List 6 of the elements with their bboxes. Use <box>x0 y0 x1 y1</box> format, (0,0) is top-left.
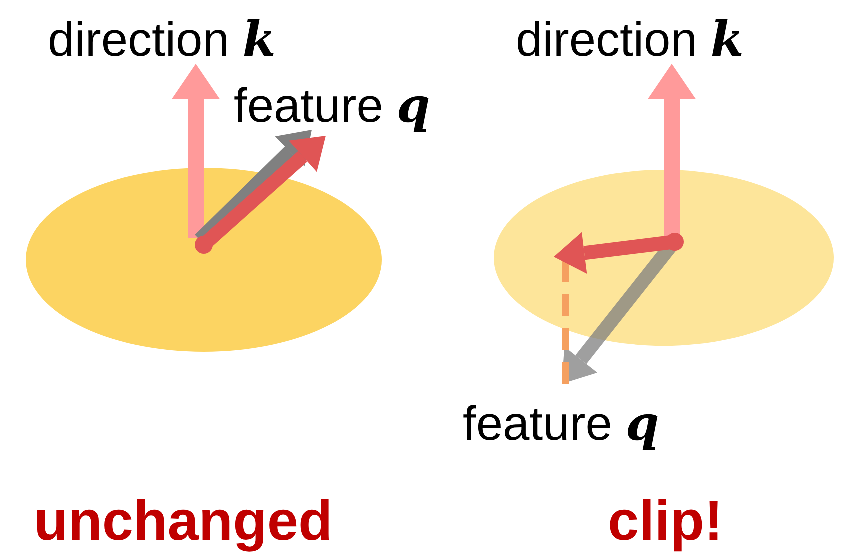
panel-caption: clip! <box>608 488 724 554</box>
vector-label: feature q <box>463 395 660 454</box>
vector-label: direction k <box>48 11 276 70</box>
vector-label: direction k <box>516 11 744 70</box>
vector-label: feature q <box>234 77 430 136</box>
panel-caption: unchanged <box>34 488 333 554</box>
